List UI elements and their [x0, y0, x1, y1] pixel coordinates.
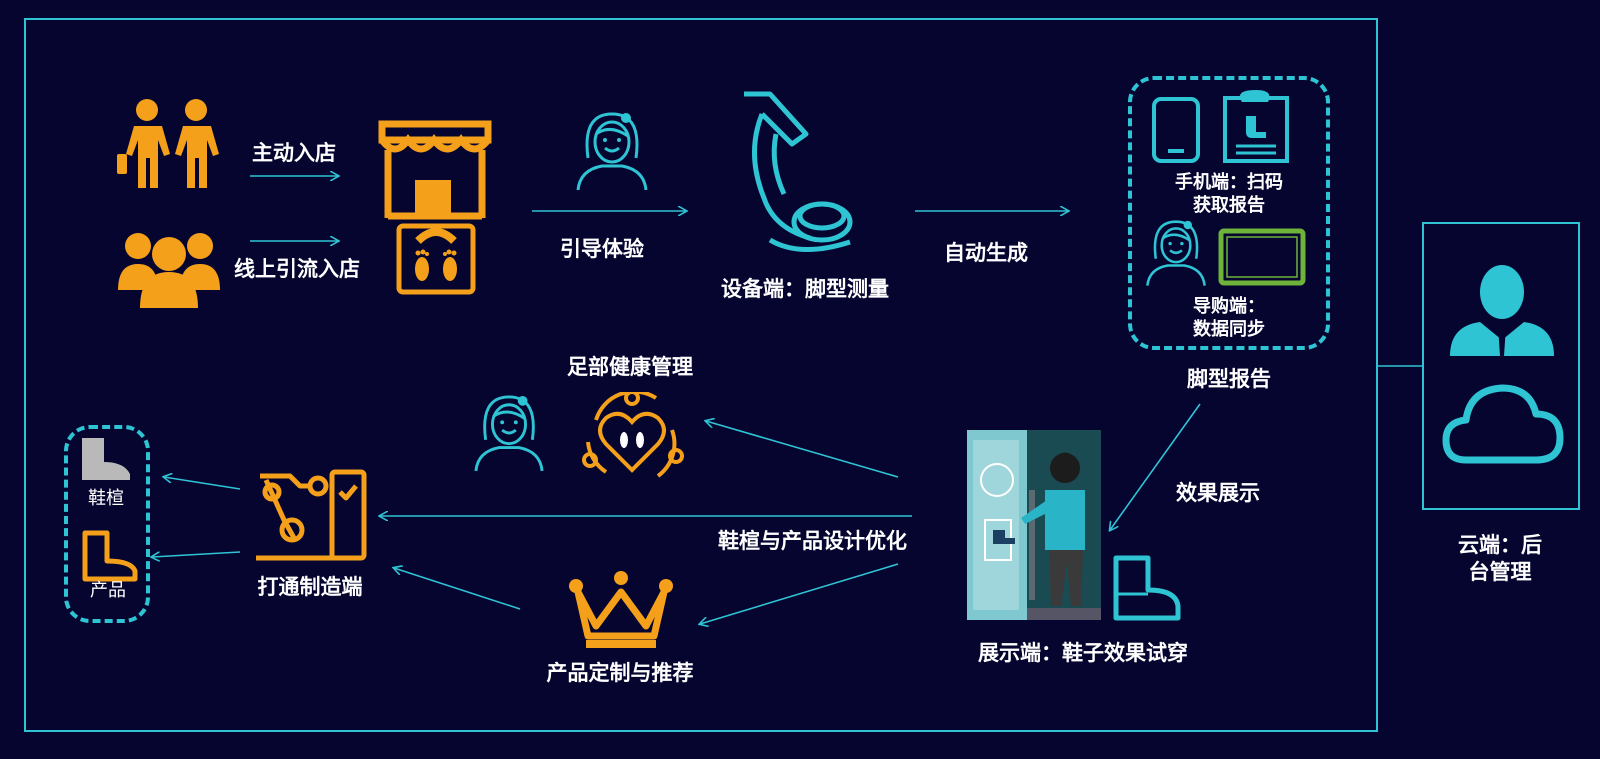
label-mobile-scan-2: 获取报告	[1193, 195, 1265, 216]
label-guide-experience: 引导体验	[560, 237, 644, 261]
label-foot-health: 足部健康管理	[567, 355, 693, 379]
endpoint-group	[1128, 76, 1330, 350]
arrow-report-to-display	[1110, 403, 1201, 530]
guide-terminal-person-icon	[1146, 220, 1206, 286]
label-guide-sync-1: 导购端：	[1193, 296, 1265, 317]
label-custom-recommend: 产品定制与推荐	[546, 661, 694, 685]
label-product: 产品	[90, 580, 126, 601]
label-device-measure: 设备端：脚型测量	[721, 277, 889, 301]
arrow-to-shoe-last	[164, 477, 241, 490]
manufacturing-robot-icon	[256, 469, 367, 561]
label-auto-generate: 自动生成	[944, 241, 1028, 265]
label-display-tryon: 展示端：鞋子效果试穿	[978, 641, 1188, 665]
label-manufacturing: 打通制造端	[257, 575, 363, 599]
output-group	[64, 425, 150, 623]
label-cloud-1: 云端：后	[1458, 533, 1542, 557]
label-last-design: 鞋楦与产品设计优化	[718, 529, 907, 553]
label-cloud-2: 台管理	[1468, 560, 1532, 584]
arrow-to-health	[706, 421, 899, 478]
tablet-icon	[1218, 228, 1306, 286]
arrow-to-custom	[700, 563, 899, 624]
shoe-last-icon	[82, 438, 130, 480]
foot-measure-device-icon	[744, 91, 853, 252]
label-effect-show: 效果展示	[1176, 481, 1260, 505]
label-online-entry: 线上引流入店	[234, 257, 360, 281]
crown-icon	[569, 571, 673, 648]
customers-walking-icon	[117, 99, 219, 188]
report-document-icon	[1223, 90, 1289, 163]
mobile-phone-icon	[1152, 97, 1200, 163]
label-active-entry: 主动入店	[252, 141, 336, 165]
tryon-display-screen	[967, 430, 1101, 620]
boot-outline-icon	[1113, 555, 1181, 621]
label-mobile-scan-1: 手机端：扫码	[1175, 172, 1283, 193]
label-guide-sync-2: 数据同步	[1193, 319, 1265, 340]
shopping-guide-icon	[576, 112, 648, 191]
admin-user-icon	[1450, 265, 1554, 356]
store-icon	[378, 120, 492, 220]
arrow-to-product	[152, 551, 241, 557]
diagram-frame	[24, 18, 1378, 732]
label-foot-report: 脚型报告	[1187, 367, 1271, 391]
label-shoe-last: 鞋楦	[88, 488, 124, 509]
online-crowd-icon	[118, 233, 220, 308]
product-boot-icon	[82, 530, 138, 582]
foot-scale-icon	[396, 223, 476, 295]
foot-health-heart-icon	[582, 392, 684, 478]
cloud-panel	[1422, 222, 1580, 510]
health-person-icon	[474, 395, 544, 472]
cloud-icon	[1442, 384, 1564, 464]
arrow-custom-to-manufacturing	[394, 568, 521, 610]
